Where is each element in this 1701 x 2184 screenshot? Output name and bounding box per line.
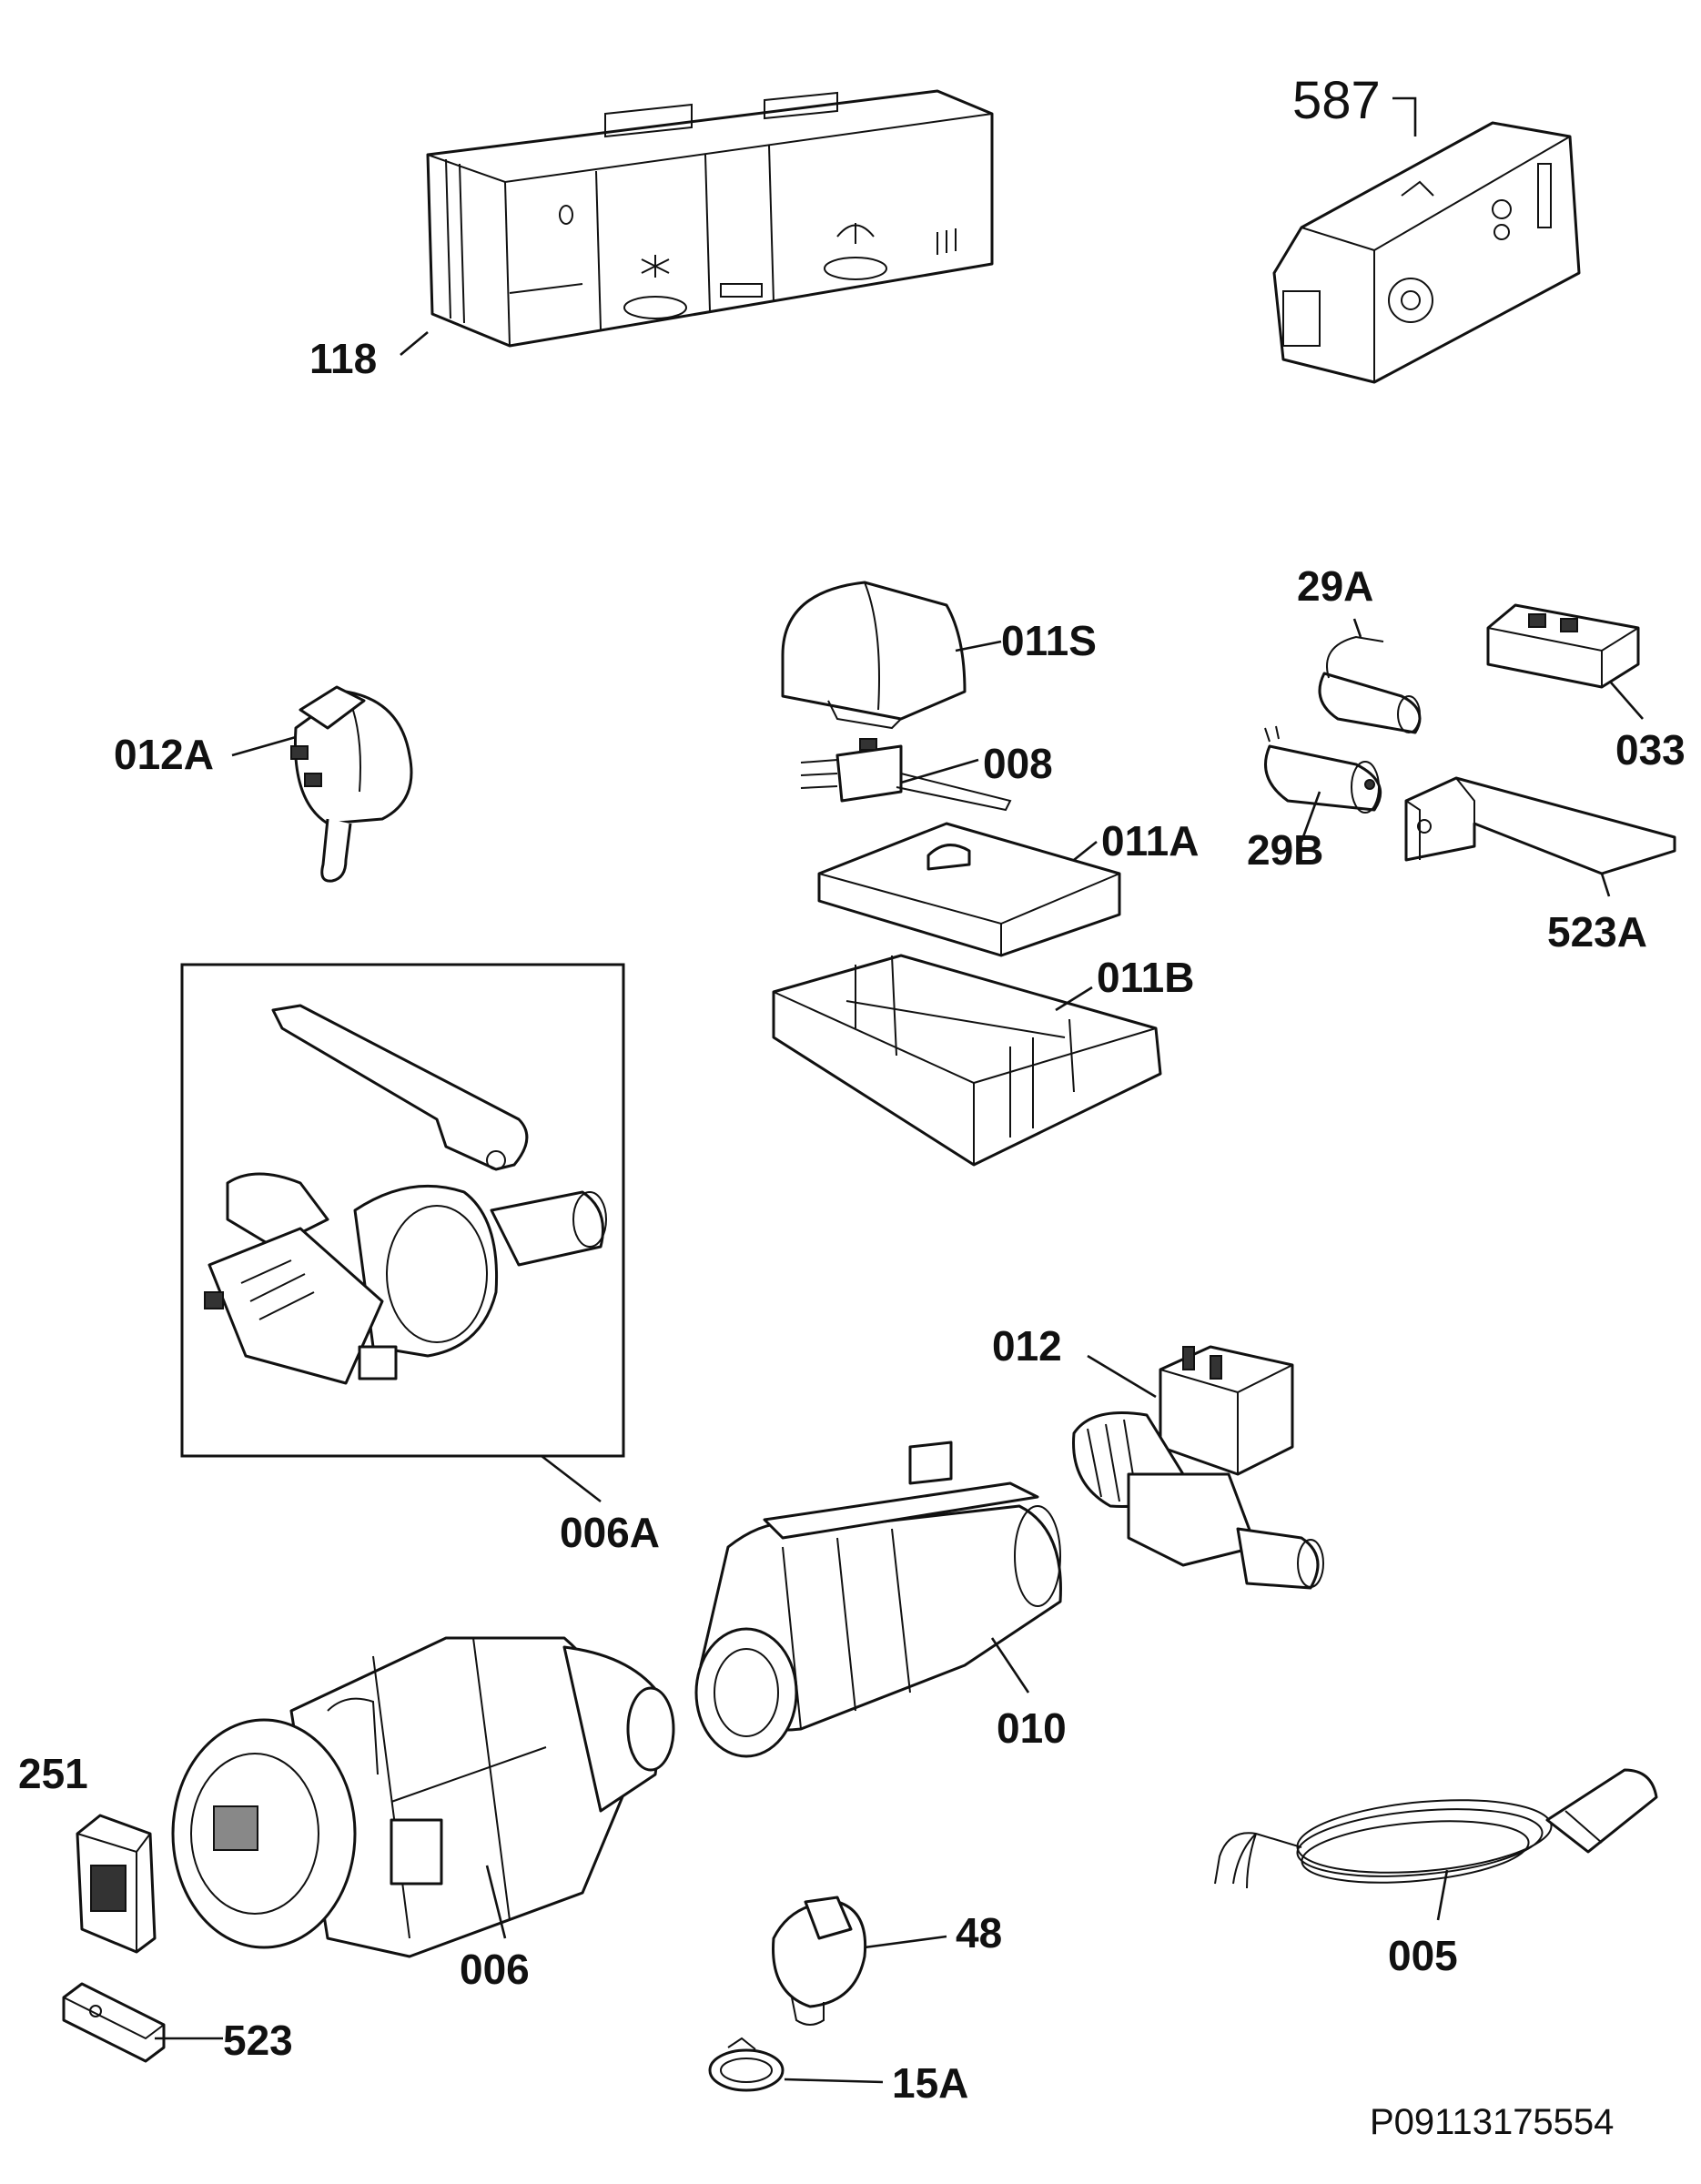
callout-011A: 011A [1101,817,1199,864]
callout-523A: 523A [1547,908,1647,956]
callout-587: 587 [1292,71,1381,130]
part-011A-lid [817,822,1121,957]
part-006-motor [171,1636,675,1958]
leader-012A [231,735,297,757]
leader-523A [1600,873,1611,897]
document-id: P09113175554 [1370,2102,1614,2142]
part-29B-capacitor [1264,725,1382,814]
part-012-inlet-valve [1072,1345,1324,1590]
leader-008 [900,758,979,784]
leader-011B [1055,986,1093,1012]
leader-118 [400,331,429,356]
leader-011A [1073,840,1098,862]
part-587-programmer [1272,121,1581,384]
callout-008: 008 [983,740,1053,787]
callout-010: 010 [997,1704,1067,1752]
part-033-terminal-block [1486,603,1640,689]
callout-006A: 006A [560,1509,660,1556]
leader-15A [784,2078,884,2084]
part-118-control-panel [426,89,994,348]
callout-006: 006 [460,1946,530,1993]
part-251-capacitor-block [76,1814,157,1954]
part-008-microswitch [800,738,1012,812]
part-006A-drain-pump [204,1004,607,1385]
part-523A-bracket [1404,776,1676,875]
leader-011S [955,640,1002,652]
leader-010 [990,1637,1030,1694]
part-29A-capacitor [1318,635,1422,734]
part-010-heater [694,1441,1062,1758]
callout-523: 523 [223,2017,293,2064]
part-523-bracket [62,1982,166,2063]
part-48-cap [772,1896,867,2026]
callout-005: 005 [1388,1932,1458,1979]
leader-012 [1087,1354,1157,1399]
part-005-power-cord [1214,1768,1658,1889]
inset-frame-006A [180,963,625,1458]
callout-29A: 29A [1297,562,1373,610]
leader-587 [1392,96,1417,136]
leader-005 [1436,1869,1449,1921]
callout-033: 033 [1615,726,1686,774]
callout-012: 012 [992,1322,1062,1370]
part-011S-cover [781,581,967,730]
callout-29B: 29B [1247,826,1323,874]
callout-012A: 012A [114,731,214,778]
callout-251: 251 [18,1750,88,1797]
part-15A-clip-ring [708,2037,785,2092]
part-011B-box [772,954,1162,1167]
part-012A-pressure-switch [290,685,413,883]
leader-006 [485,1865,507,1939]
leader-006A [541,1454,602,1503]
callout-48: 48 [956,1909,1002,1956]
leader-48 [864,1935,947,1949]
leader-29B [1300,791,1321,843]
leader-033 [1610,682,1644,720]
leader-29A [1352,618,1362,638]
callout-118: 118 [309,335,377,382]
callout-15A: 15A [892,2059,968,2107]
callout-011S: 011S [1001,617,1097,664]
callout-011B: 011B [1097,954,1194,1001]
